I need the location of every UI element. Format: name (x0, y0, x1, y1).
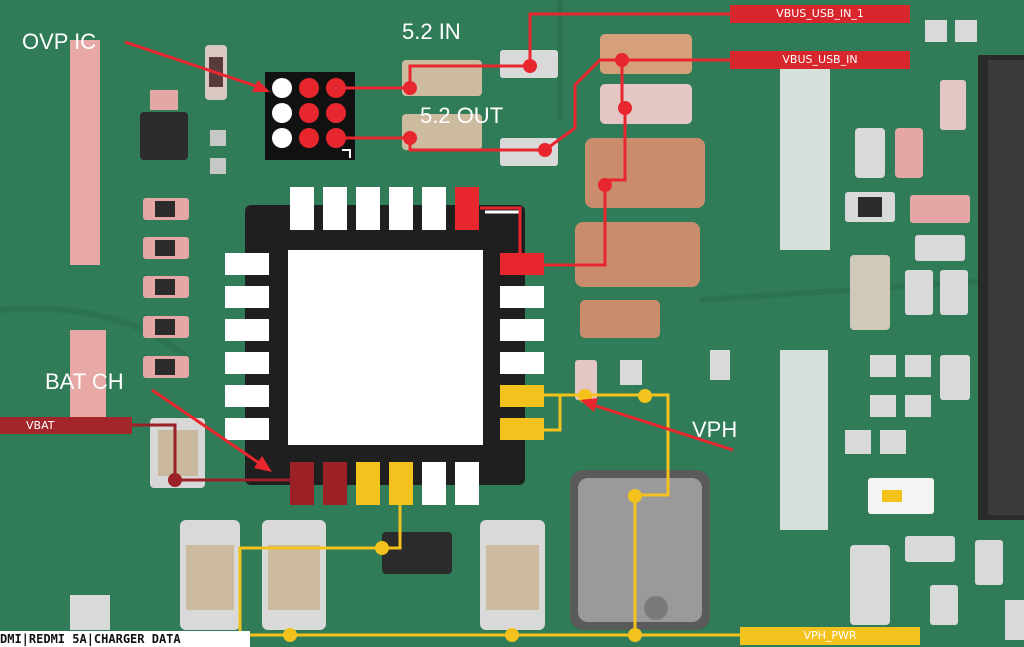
vph-arrow-head (580, 398, 598, 412)
silkscreen-strip (780, 60, 830, 250)
ovp-arrow-head (252, 80, 270, 92)
bat-arrow-head (254, 456, 272, 472)
vph-label: VPH (692, 417, 738, 442)
yellow-nodes (283, 389, 652, 642)
ovp-ic (265, 72, 355, 160)
footer-caption: DMI|REDMI 5A|CHARGER DATA (0, 631, 250, 647)
silkscreen-strip-lower (780, 350, 828, 530)
red-nodes (403, 53, 632, 192)
board-trace-pad-lower (70, 330, 106, 420)
bat-ch-label: BAT CH (45, 369, 124, 394)
vbat-trace (132, 423, 295, 487)
net-tag-vbus-usb-in-1: VBUS_USB_IN_1 (730, 5, 910, 23)
input-voltage-label: 5.2 IN (402, 19, 461, 44)
annotation-arrows (124, 40, 734, 472)
charger-ic (225, 187, 544, 505)
board-trace-pad (70, 40, 100, 265)
net-tag-vbus-usb-in: VBUS_USB_IN (730, 51, 910, 69)
output-voltage-label: 5.2 OUT (420, 103, 504, 128)
ovp-ic-label: OVP IC (22, 29, 97, 54)
net-tag-vbat: VBAT (0, 417, 132, 434)
net-tag-vph-pwr: VPH_PWR (740, 627, 920, 645)
